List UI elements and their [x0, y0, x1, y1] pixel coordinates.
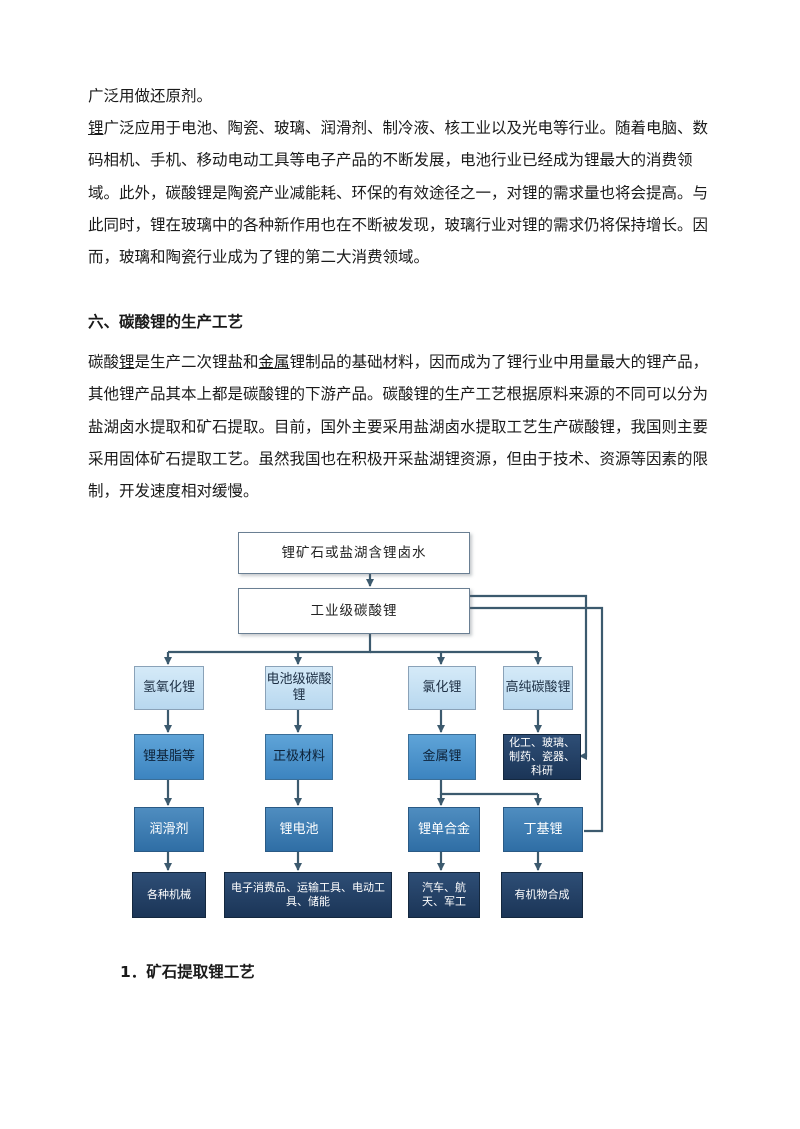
underlined-term: 金属: [258, 353, 290, 371]
box-organic: 有机物合成: [501, 872, 583, 918]
underlined-term: 锂: [88, 119, 104, 137]
feedback-loop-outer: [468, 606, 604, 833]
box-butyl-li: 丁基锂: [503, 807, 583, 852]
paragraph-text: 广泛用做还原剂。: [88, 87, 213, 105]
paragraph-text: 碳酸: [88, 353, 120, 371]
box-metal-li: 金属锂: [408, 734, 476, 780]
paragraph-intro-end: 广泛用做还原剂。: [88, 80, 718, 112]
box-grease: 锂基脂等: [134, 734, 204, 780]
box-lubricant: 润滑剂: [134, 807, 204, 852]
underlined-term: 锂: [119, 353, 135, 371]
box-battery-grade: 电池级碳酸锂: [265, 666, 333, 710]
section-heading-6: 六、碳酸锂的生产工艺: [88, 313, 244, 331]
box-machinery: 各种机械: [132, 872, 206, 918]
box-li-battery: 锂电池: [265, 807, 333, 852]
box-source: 锂矿石或盐湖含锂卤水: [238, 532, 470, 574]
box-industrial-grade: 工业级碳酸锂: [238, 588, 470, 634]
box-cathode: 正极材料: [265, 734, 333, 780]
paragraph-text: 广泛应用于电池、陶瓷、玻璃、润滑剂、制冷液、核工业以及光电等行业。随着电脑、数码…: [88, 119, 709, 267]
box-chem-uses: 化工、玻璃、制药、瓷器、科研: [503, 734, 581, 780]
paragraph-text: 锂制品的基础材料，因而成为了锂行业中用量最大的锂产品，其他锂产品其本上都是碳酸锂…: [88, 353, 709, 501]
paragraph-lithium-carbonate: 碳酸锂是生产二次锂盐和金属锂制品的基础材料，因而成为了锂行业中用量最大的锂产品，…: [88, 346, 718, 507]
box-auto-aero: 汽车、航天、军工: [408, 872, 480, 918]
metal-li-split: [439, 780, 538, 796]
subsection-heading-1: 1．矿石提取锂工艺: [120, 963, 255, 981]
paragraph-text: 是生产二次锂盐和: [134, 353, 259, 371]
paragraph-lithium-uses: 锂广泛应用于电池、陶瓷、玻璃、润滑剂、制冷液、核工业以及光电等行业。随着电脑、数…: [88, 112, 718, 273]
box-li-alloy: 锂单合金: [408, 807, 480, 852]
branch-bus: [168, 634, 372, 654]
box-high-purity: 高纯碳酸锂: [503, 666, 573, 710]
box-lioh: 氢氧化锂: [134, 666, 204, 710]
box-licl: 氯化锂: [408, 666, 476, 710]
box-electronics: 电子消费品、运输工具、电动工具、储能: [224, 872, 392, 918]
lithium-flowchart: 锂矿石或盐湖含锂卤水 工业级碳酸锂 氢氧化锂 电池级碳酸锂 氯化锂 高纯碳酸锂 …: [128, 522, 612, 926]
flowchart-connectors: [164, 574, 604, 871]
